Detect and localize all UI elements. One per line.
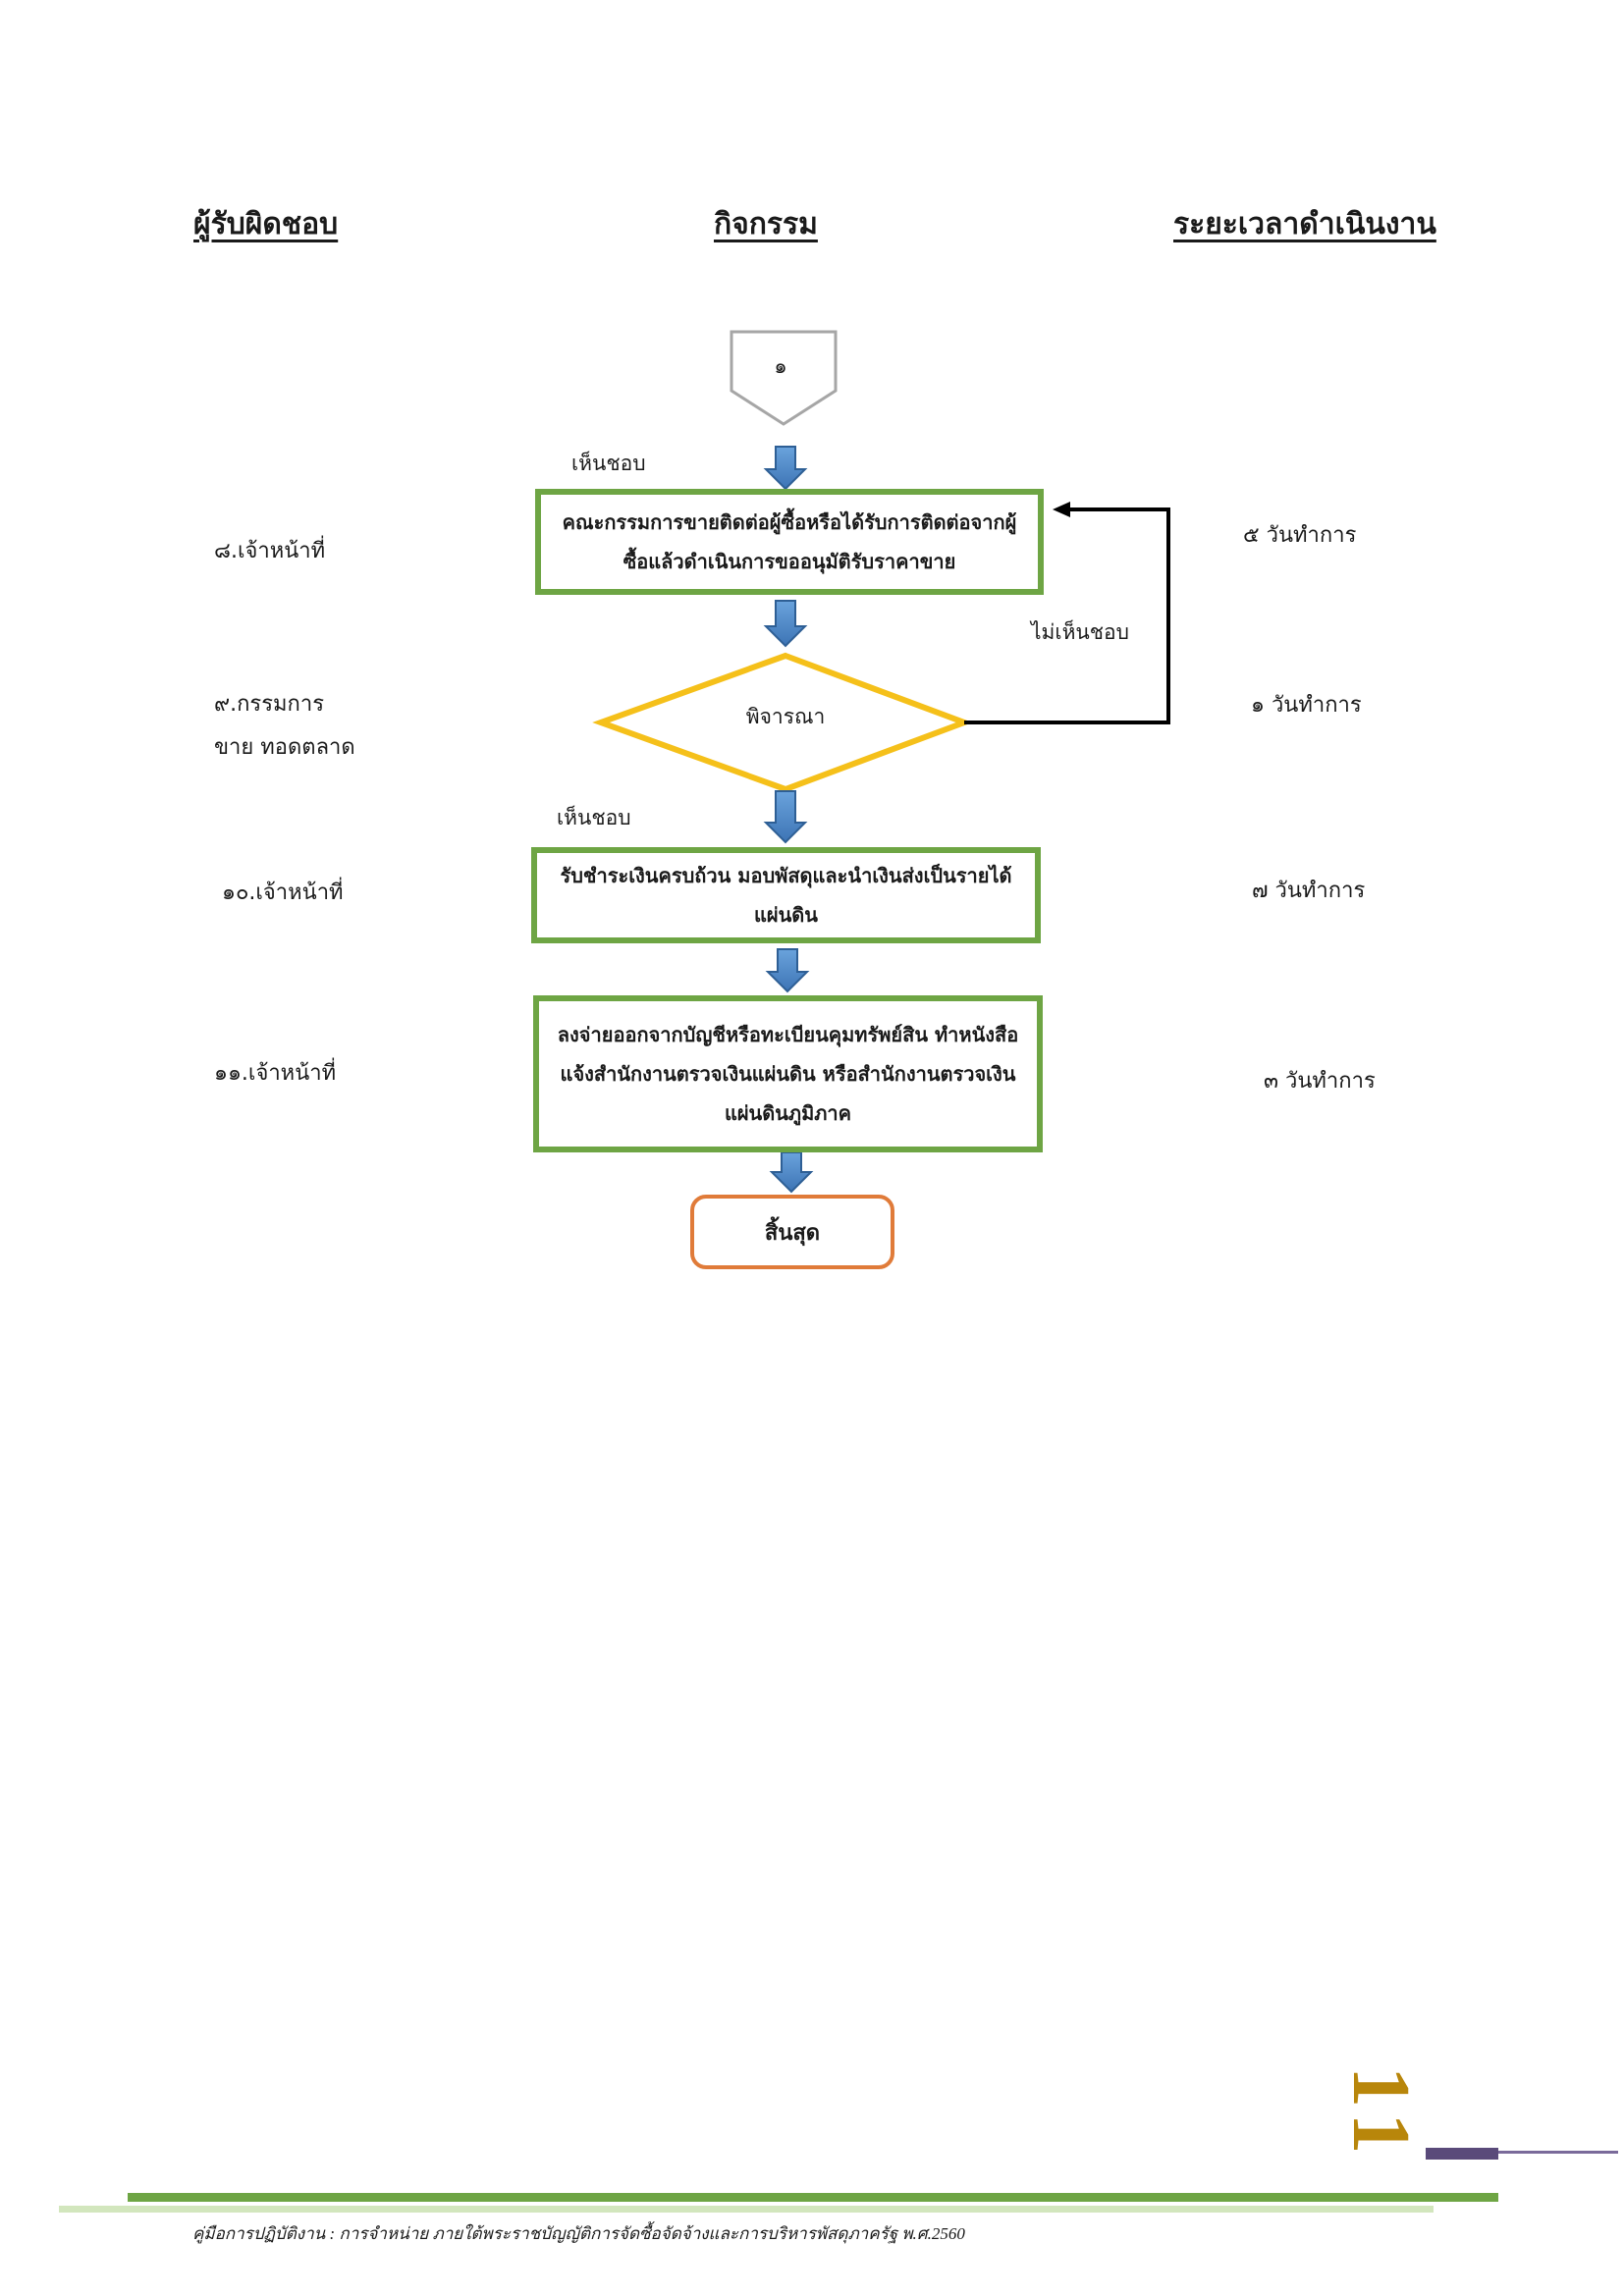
role-step-10: ๑๐.เจ้าหน้าที่	[222, 881, 344, 905]
connector-shape	[730, 330, 838, 426]
reject-loop-line	[964, 507, 1170, 724]
down-arrow-4	[765, 948, 810, 993]
footer-rule	[128, 2193, 1498, 2202]
duration-step-11: ๓ วันทำการ	[1264, 1069, 1376, 1094]
duration-step-8: ๕ วันทำการ	[1243, 523, 1357, 548]
reject-loop-arrowhead	[1053, 502, 1070, 517]
down-arrow-5	[769, 1151, 814, 1194]
role-step-8: ๘.เจ้าหน้าที่	[214, 539, 326, 563]
header-responsible: ผู้รับผิดชอบ	[193, 207, 339, 241]
process-box-payment: รับชำระเงินครบถ้วน มอบพัสดุและนำเงินส่งเ…	[531, 847, 1041, 943]
footer-text: คู่มือการปฏิบัติงาน : การจำหน่าย ภายใต้พ…	[192, 2224, 965, 2243]
process-box-contact-buyer: คณะกรรมการขายติดต่อผู้ซื้อหรือได้รับการต…	[535, 489, 1044, 595]
process-box-write-off: ลงจ่ายออกจากบัญชีหรือทะเบียนคุมทรัพย์สิน…	[533, 995, 1043, 1152]
connector-label: ๑	[774, 354, 787, 378]
duration-step-9: ๑ วันทำการ	[1251, 693, 1362, 718]
down-arrow-2	[763, 600, 808, 648]
down-arrow-3	[763, 790, 808, 844]
role-step-9: ๙.กรรมการขาย ทอดตลาด	[214, 692, 355, 760]
page-number: 11	[1335, 2066, 1427, 2164]
footer-rule-light	[59, 2206, 1434, 2213]
page-number-rule	[1498, 2151, 1618, 2154]
decision-diamond	[592, 652, 973, 793]
page-number-bar	[1426, 2148, 1498, 2160]
header-activity: กิจกรรม	[714, 207, 818, 241]
role-step-11: ๑๑.เจ้าหน้าที่	[214, 1061, 337, 1086]
reject-label: ไม่เห็นชอบ	[1031, 620, 1129, 644]
approve-label-2: เห็นชอบ	[557, 806, 631, 829]
down-arrow-1	[763, 446, 808, 491]
header-duration: ระยะเวลาดำเนินงาน	[1173, 207, 1436, 241]
end-terminal: สิ้นสุด	[690, 1195, 894, 1269]
approve-label-1: เห็นชอบ	[571, 452, 646, 475]
decision-label: พิจารณา	[745, 705, 826, 728]
duration-step-10: ๗ วันทำการ	[1252, 879, 1366, 903]
